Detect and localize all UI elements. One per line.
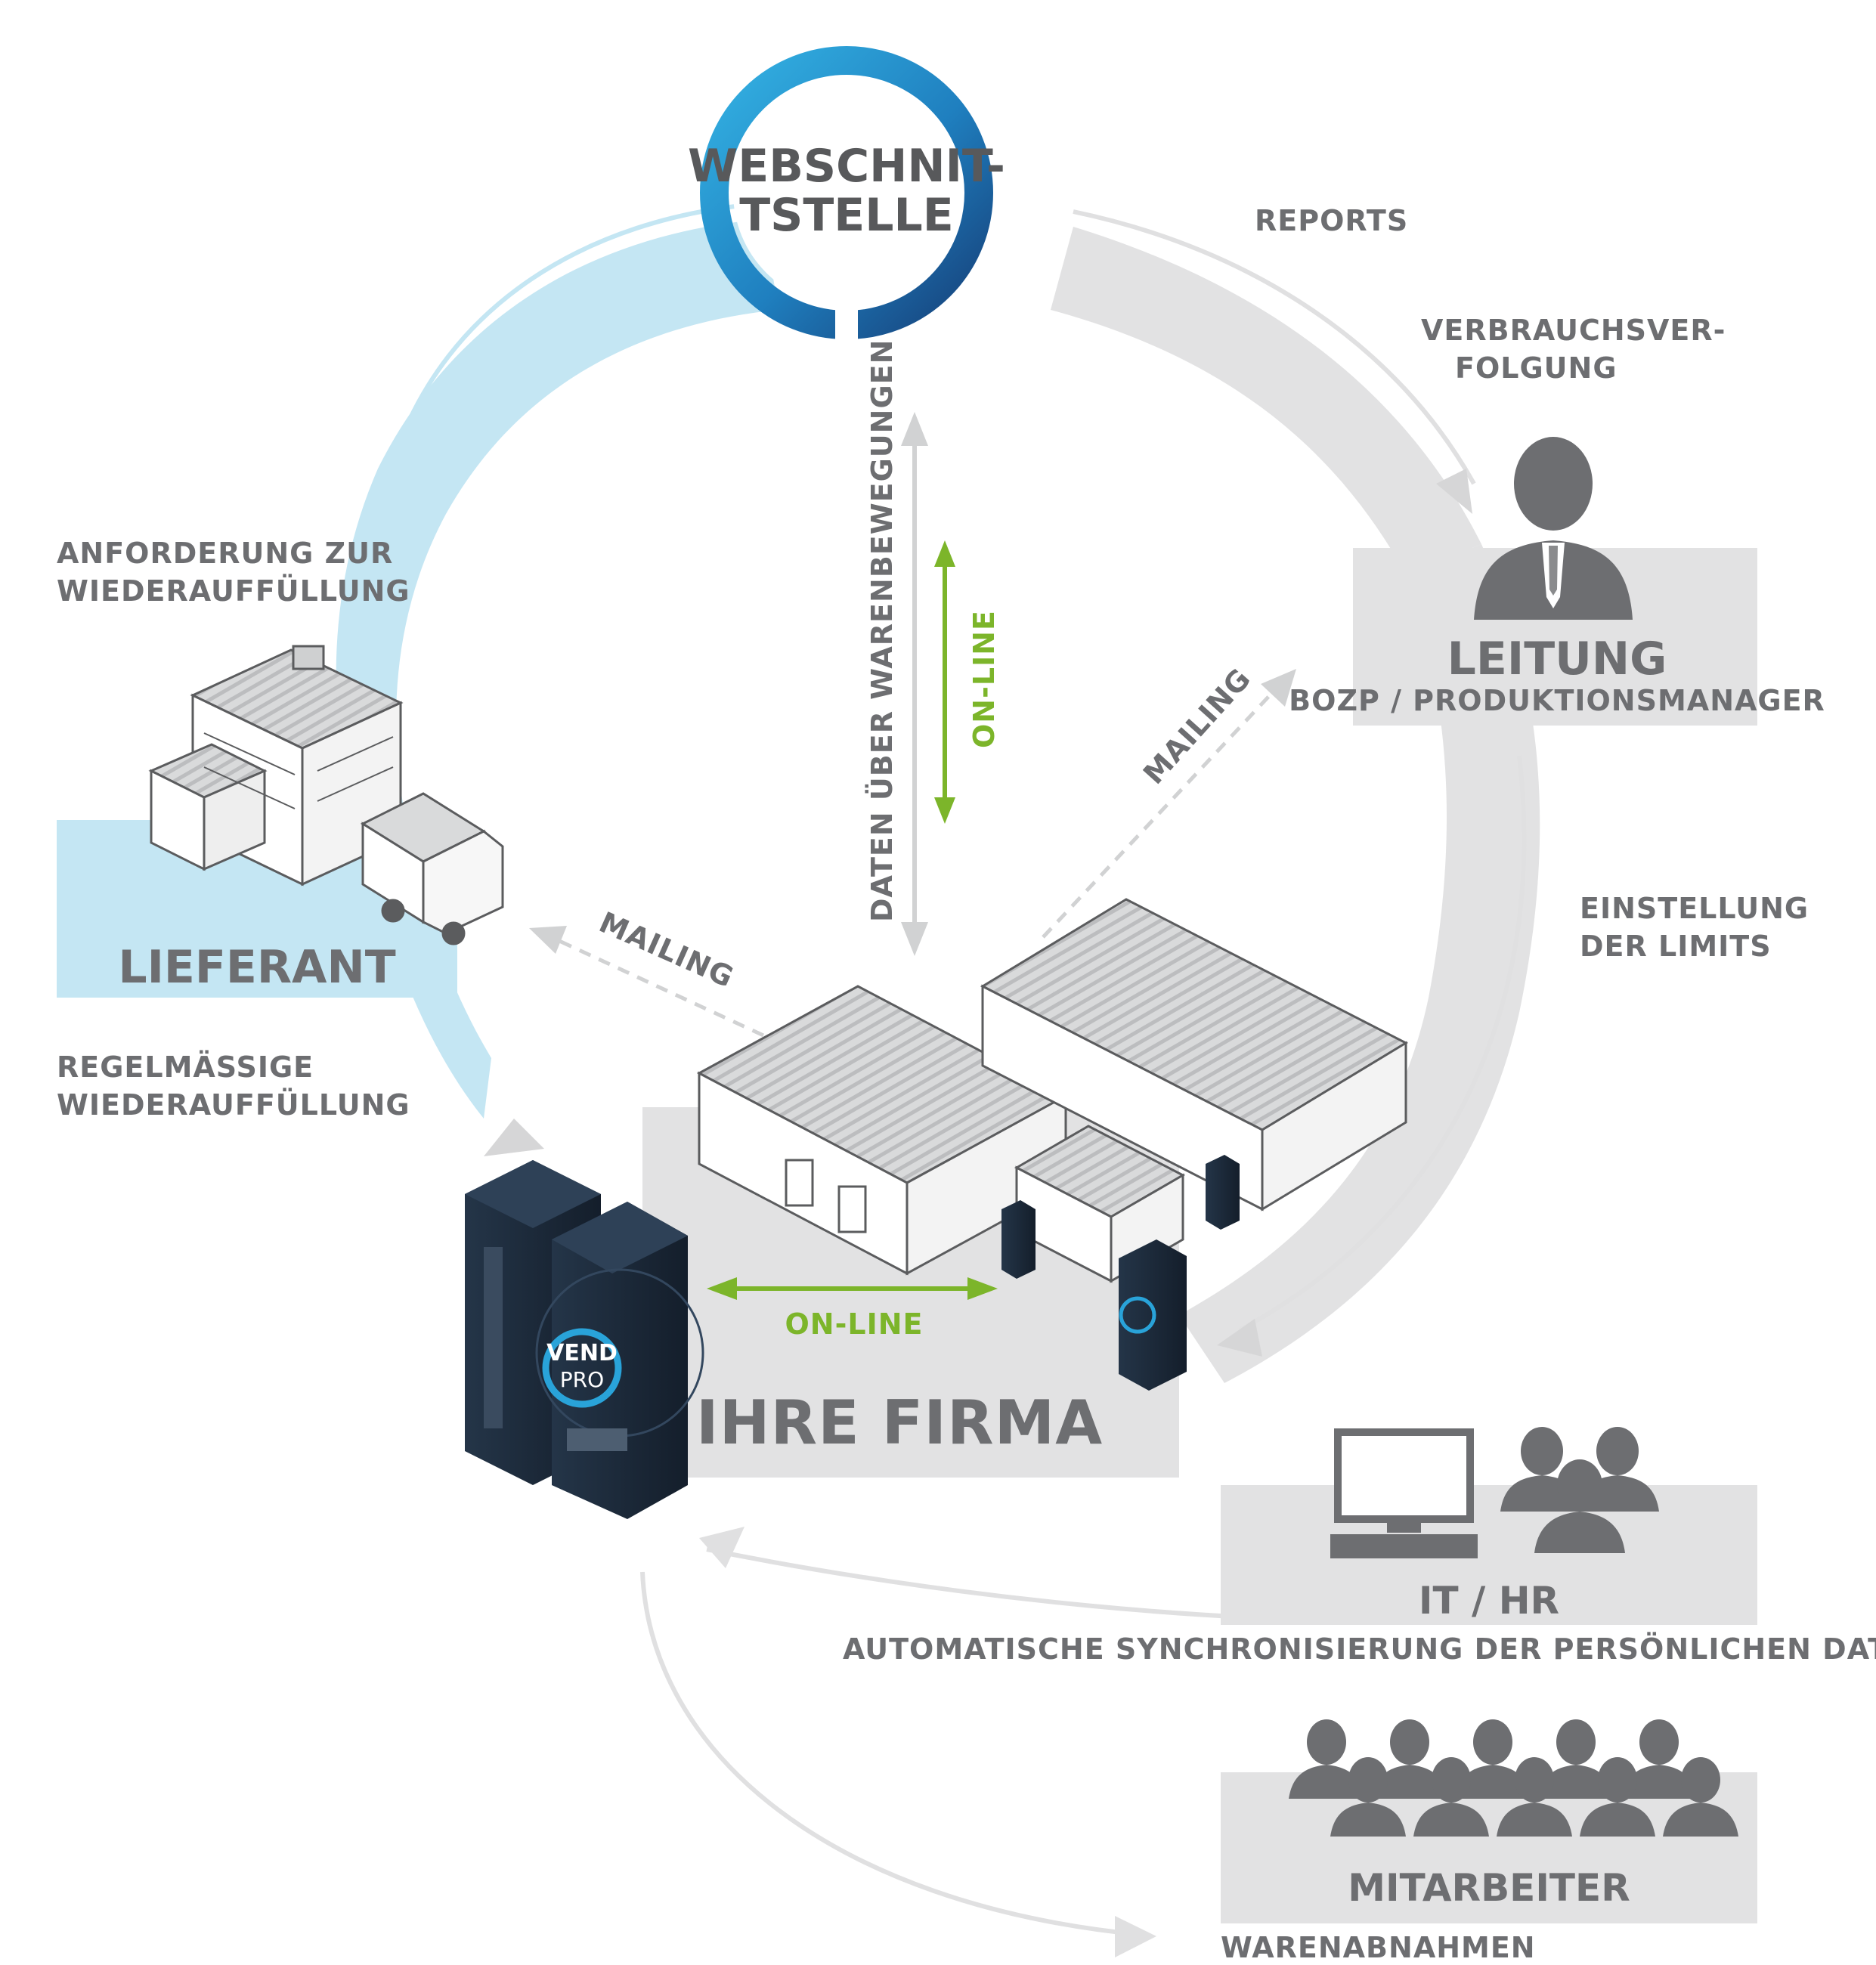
- people-group-icon: [1500, 1427, 1659, 1553]
- leitung-panel: LEITUNG BOZP / PRODUKTIONSMANAGER: [1289, 437, 1825, 726]
- factory-icon: [696, 898, 1409, 1283]
- online-arrow-vertical: ON-LINE: [934, 540, 1001, 824]
- vend-brand-line1: VEND: [546, 1340, 618, 1366]
- mailing-left-label: MAILING: [594, 905, 738, 994]
- truck-icon: [360, 792, 504, 945]
- arrow-from-ithr: [699, 1527, 745, 1568]
- verbrauch-label-line1: VERBRAUCHSVER-: [1421, 314, 1726, 347]
- regel-label-line1: REGELMÄSSIGE: [57, 1051, 314, 1084]
- lieferant-group: LIEFERANT: [118, 645, 504, 994]
- mitarbeiter-panel: MITARBEITER: [1221, 1719, 1757, 1923]
- hub-title-line2: TSTELLE: [739, 189, 954, 242]
- anforderung-label-line1: ANFORDERUNG ZUR: [57, 537, 393, 570]
- arc-arrowheads: [374, 463, 1472, 1957]
- person-icon: [1474, 437, 1633, 620]
- online-arrow-horizontal: ON-LINE: [707, 1277, 998, 1341]
- sync-label: AUTOMATISCHE SYNCHRONISIERUNG DER PERSÖN…: [843, 1632, 1876, 1666]
- arrow-to-mitarbeiter: [1115, 1916, 1156, 1957]
- verbrauch-label-line2: FOLGUNG: [1455, 351, 1618, 385]
- data-flow-arrow: DATEN ÜBER WARENBEWEGUNGEN: [865, 339, 928, 956]
- outer-arcs: [640, 209, 1527, 1937]
- anforderung-label-line2: WIEDERAUFFÜLLUNG: [57, 574, 410, 608]
- grey-cycle-band: [1051, 227, 1540, 1383]
- leitung-title: LEITUNG: [1447, 633, 1667, 685]
- reports-label: REPORTS: [1255, 204, 1408, 237]
- mailing-right-label: MAILING: [1137, 662, 1258, 791]
- vending-machine-icon: VEND PRO: [465, 1160, 704, 1519]
- monitor-icon: [1330, 1428, 1478, 1558]
- arrow-to-firma-right: [1217, 1319, 1262, 1357]
- regel-label-line2: WIEDERAUFFÜLLUNG: [57, 1088, 410, 1122]
- online-horizontal-label: ON-LINE: [785, 1307, 924, 1341]
- online-vertical-label: ON-LINE: [967, 610, 1001, 748]
- lieferant-title: LIEFERANT: [118, 941, 395, 994]
- arrow-to-leitung: [1436, 469, 1472, 514]
- webschnittstelle-hub: WEBSCHNIT- TSTELLE: [688, 46, 1005, 340]
- hub-title-line1: WEBSCHNIT-: [688, 140, 1005, 193]
- people-group-icon: [1289, 1719, 1738, 1837]
- arrow-into-firma-left: [484, 1119, 544, 1156]
- outer-arc-blue: [391, 202, 757, 462]
- einstellung-label-line1: EINSTELLUNG: [1580, 892, 1809, 925]
- firma-panel: IHRE FIRMA: [642, 898, 1409, 1478]
- vending-machine-small: [1001, 1155, 1240, 1391]
- mailing-arrow-left: MAILING: [529, 905, 765, 1038]
- daten-label: DATEN ÜBER WARENBEWEGUNGEN: [865, 339, 899, 922]
- firma-title: IHRE FIRMA: [696, 1388, 1103, 1458]
- mitarbeiter-title: MITARBEITER: [1348, 1866, 1630, 1910]
- ithr-title: IT / HR: [1419, 1579, 1559, 1623]
- arrow-to-lieferant: [374, 463, 423, 506]
- leitung-subtitle: BOZP / PRODUKTIONSMANAGER: [1289, 684, 1825, 717]
- vend-brand-line2: PRO: [560, 1367, 604, 1392]
- ithr-panel: IT / HR: [1221, 1427, 1757, 1625]
- einstellung-label-line2: DER LIMITS: [1580, 930, 1772, 963]
- mailing-arrow-right: MAILING: [1042, 662, 1296, 939]
- warenabnahmen-label: WARENABNAHMEN: [1221, 1931, 1536, 1964]
